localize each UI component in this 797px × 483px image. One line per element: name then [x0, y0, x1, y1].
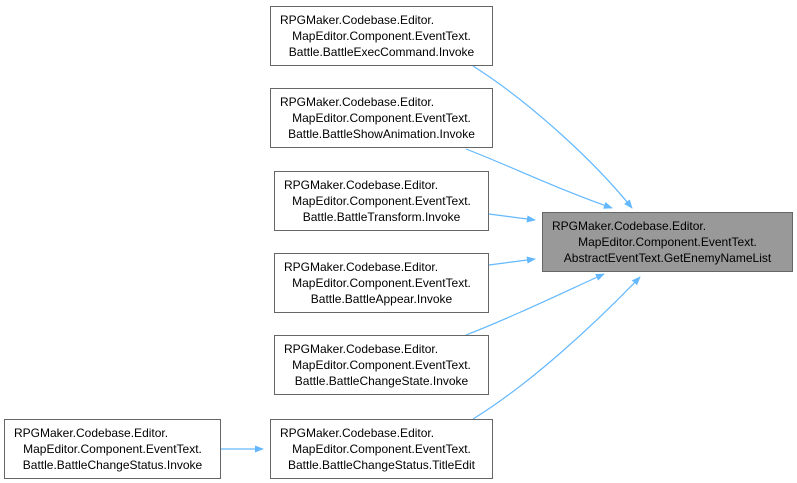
node-line: Battle.BattleShowAnimation.Invoke [288, 127, 475, 141]
node-line: RPGMaker.Codebase.Editor. [284, 178, 439, 192]
edge-battle-transform [488, 213, 536, 223]
node-line: RPGMaker.Codebase.Editor. [280, 426, 435, 440]
edge-battle-exec-command [472, 65, 633, 209]
node-line: RPGMaker.Codebase.Editor. [280, 95, 435, 109]
node-line: MapEditor.Component.EventText. [292, 111, 471, 125]
node-line: MapEditor.Component.EventText. [292, 358, 471, 372]
node-line: Battle.BattleExecCommand.Invoke [288, 45, 475, 59]
node-battle-appear[interactable]: RPGMaker.Codebase.Editor. MapEditor.Comp… [274, 253, 489, 313]
node-battle-transform[interactable]: RPGMaker.Codebase.Editor. MapEditor.Comp… [274, 171, 489, 231]
node-line: MapEditor.Component.EventText. [292, 194, 471, 208]
node-battle-change-status-titleedit[interactable]: RPGMaker.Codebase.Editor. MapEditor.Comp… [270, 419, 493, 479]
node-battle-show-animation[interactable]: RPGMaker.Codebase.Editor. MapEditor.Comp… [270, 88, 493, 148]
node-battle-exec-command[interactable]: RPGMaker.Codebase.Editor. MapEditor.Comp… [270, 6, 493, 66]
node-battle-change-status-invoke[interactable]: RPGMaker.Codebase.Editor. MapEditor.Comp… [4, 419, 221, 479]
node-line: Battle.BattleChangeState.Invoke [294, 374, 469, 388]
node-line: Battle.BattleChangeStatus.Invoke [22, 458, 203, 472]
node-focus-get-enemy-name-list: RPGMaker.Codebase.Editor. MapEditor.Comp… [542, 212, 793, 272]
edge-battle-appear [488, 256, 536, 266]
node-line: MapEditor.Component.EventText. [23, 442, 202, 456]
node-line: RPGMaker.Codebase.Editor. [284, 342, 439, 356]
node-line: MapEditor.Component.EventText. [292, 442, 471, 456]
edge-battle-change-status-titleedit [472, 276, 641, 420]
node-line: RPGMaker.Codebase.Editor. [284, 260, 439, 274]
edge-battle-change-state [465, 273, 605, 336]
node-line: MapEditor.Component.EventText. [292, 29, 471, 43]
node-battle-change-state[interactable]: RPGMaker.Codebase.Editor. MapEditor.Comp… [274, 335, 489, 395]
node-line: Battle.BattleTransform.Invoke [302, 210, 461, 224]
node-line: Battle.BattleAppear.Invoke [310, 292, 453, 306]
node-line: RPGMaker.Codebase.Editor. [14, 426, 169, 440]
node-line: MapEditor.Component.EventText. [578, 235, 757, 249]
node-line: Battle.BattleChangeStatus.TitleEdit [288, 458, 475, 472]
node-line: AbstractEventText.GetEnemyNameList [563, 251, 772, 265]
node-line: MapEditor.Component.EventText. [292, 276, 471, 290]
edge-battle-show-animation [465, 148, 613, 209]
node-line: RPGMaker.Codebase.Editor. [280, 13, 435, 27]
node-line: RPGMaker.Codebase.Editor. [552, 219, 707, 233]
